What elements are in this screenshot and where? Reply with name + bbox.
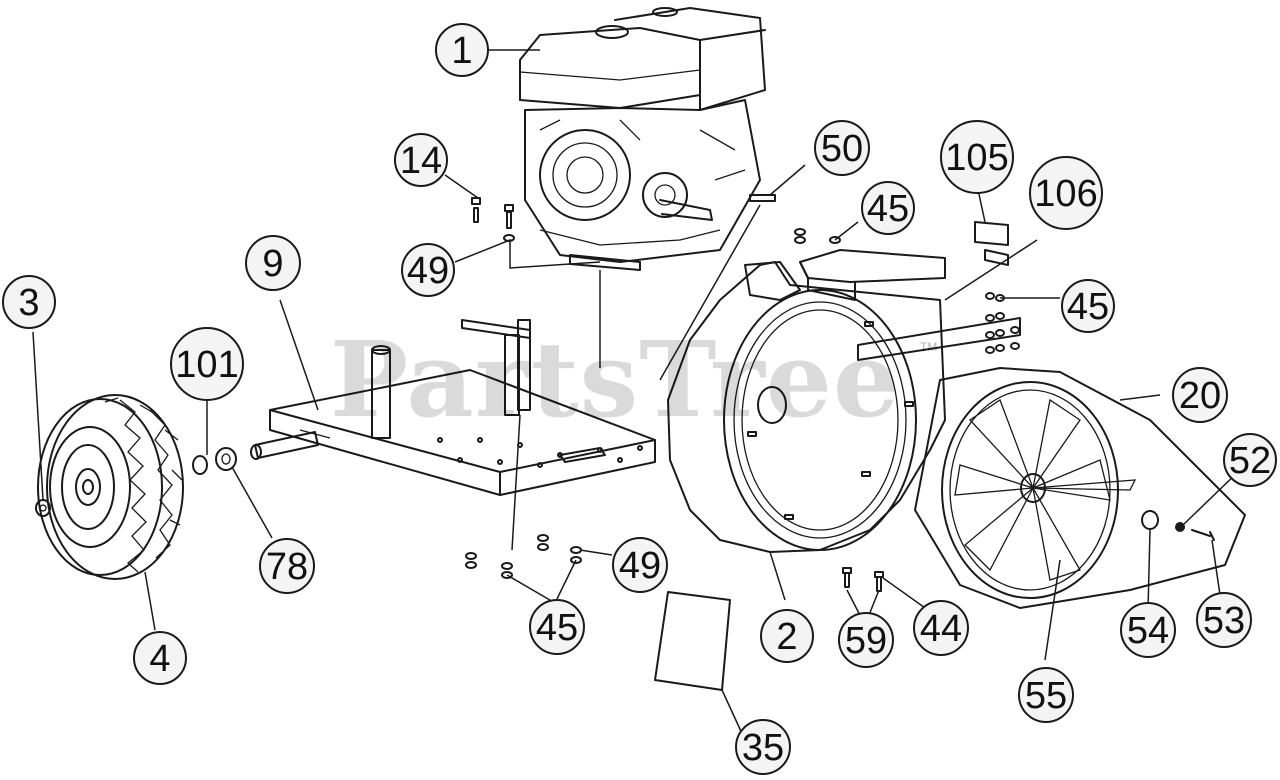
callout-2[interactable]: 2 [760, 609, 814, 663]
callout-bubble [861, 181, 915, 235]
callout-label: 45 [536, 607, 578, 649]
callout-label: 9 [262, 243, 283, 285]
callout-label: 59 [845, 620, 887, 662]
callout-label: 35 [742, 727, 784, 769]
callout-bubble [735, 719, 791, 775]
callout-bubble [529, 599, 585, 655]
callout-59[interactable]: 59 [838, 612, 894, 668]
callout-1[interactable]: 1 [435, 23, 489, 77]
callout-label: 20 [1179, 375, 1221, 417]
deflector-plates [974, 221, 1009, 266]
wheel-part [37, 394, 184, 580]
impeller-part [914, 367, 1246, 609]
callout-bubble [245, 235, 301, 291]
callout-label: 45 [867, 188, 909, 230]
callout-label: 105 [945, 137, 1008, 179]
callout-bubble [1196, 592, 1252, 648]
callout-bubble [1061, 279, 1115, 333]
callout-4[interactable]: 4 [133, 631, 187, 685]
washer-hardware [35, 447, 237, 517]
callout-bubble [940, 120, 1014, 194]
frame-part [250, 319, 656, 496]
callout-50[interactable]: 50 [814, 120, 870, 176]
watermark-trademark: TM [920, 340, 938, 354]
callout-52[interactable]: 52 [1223, 433, 1277, 487]
callout-label: 52 [1229, 440, 1271, 482]
callout-label: 101 [175, 344, 238, 386]
callout-bubble [394, 133, 448, 187]
callout-bubble [1029, 156, 1103, 230]
callout-label: 49 [619, 545, 661, 587]
callout-bubble [259, 538, 315, 594]
callout-bubble [170, 327, 244, 401]
callout-label: 55 [1025, 675, 1067, 717]
callout-9[interactable]: 9 [245, 235, 301, 291]
callout-label: 78 [266, 546, 308, 588]
callout-45-bottom[interactable]: 45 [529, 599, 585, 655]
callout-bubble [1223, 433, 1277, 487]
callout-label: 50 [821, 128, 863, 170]
callout-78[interactable]: 78 [259, 538, 315, 594]
callout-bubble [814, 120, 870, 176]
callout-45-right[interactable]: 45 [1061, 279, 1115, 333]
callout-label: 44 [920, 608, 962, 650]
callout-label: 53 [1203, 600, 1245, 642]
callout-label: 49 [407, 250, 449, 292]
callout-3[interactable]: 3 [2, 275, 56, 329]
callout-bubble [133, 631, 187, 685]
callout-bubble [838, 612, 894, 668]
callout-53[interactable]: 53 [1196, 592, 1252, 648]
callout-label: 45 [1067, 286, 1109, 328]
callout-label: 106 [1034, 173, 1097, 215]
callout-label: 14 [400, 140, 442, 182]
hub-hardware [1141, 510, 1215, 541]
blower-housing-part [667, 249, 1021, 553]
callout-106[interactable]: 106 [1029, 156, 1103, 230]
callout-49-bottom[interactable]: 49 [612, 537, 668, 593]
callout-bubble [2, 275, 56, 329]
engine-part [519, 7, 766, 271]
callout-45-top[interactable]: 45 [861, 181, 915, 235]
callout-20[interactable]: 20 [1172, 367, 1228, 423]
callout-bubble [1120, 602, 1176, 658]
callout-label: 2 [776, 616, 797, 658]
callout-49-top[interactable]: 49 [401, 243, 455, 297]
callout-105[interactable]: 105 [940, 120, 1014, 194]
callout-bubble [612, 537, 668, 593]
callout-label: 1 [451, 30, 472, 72]
callout-14[interactable]: 14 [394, 133, 448, 187]
callout-bubble [1172, 367, 1228, 423]
callout-101[interactable]: 101 [170, 327, 244, 401]
callout-44[interactable]: 44 [913, 600, 969, 656]
callout-label: 4 [149, 638, 170, 680]
callout-35[interactable]: 35 [735, 719, 791, 775]
callout-bubble [913, 600, 969, 656]
callout-label: 3 [18, 282, 39, 324]
callout-bubble [1018, 667, 1074, 723]
callout-54[interactable]: 54 [1120, 602, 1176, 658]
callout-bubble [760, 609, 814, 663]
callout-bubble [435, 23, 489, 77]
callout-55[interactable]: 55 [1018, 667, 1074, 723]
callout-label: 54 [1127, 610, 1169, 652]
fasteners [465, 194, 1020, 592]
shield-part [654, 591, 731, 691]
callout-bubble [401, 243, 455, 297]
